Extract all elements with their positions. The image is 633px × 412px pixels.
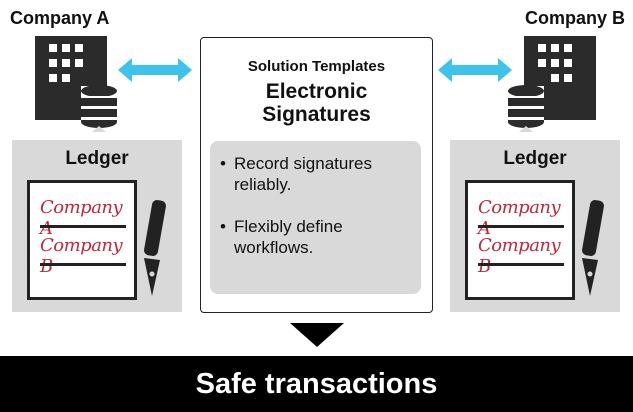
ledger-a-sig-line-1 — [40, 225, 126, 228]
ledger-b-signature-2: Company B — [478, 235, 561, 277]
company-a-label: Company A — [10, 8, 110, 28]
solution-template-box: Solution Templates Electronic Signatures… — [200, 37, 433, 313]
ledger-b-signature-1: Company A — [478, 197, 561, 239]
ledger-a-document: Company A Company B — [27, 180, 137, 300]
company-b-database-icon — [508, 85, 544, 128]
template-subtitle-line2: Signatures — [262, 103, 371, 126]
template-subtitle-line1: Electronic — [265, 80, 368, 103]
company-b-building-icon — [508, 36, 596, 132]
ledger-a-sig-line-2 — [40, 263, 126, 266]
ledger-a-signature-2: Company B — [40, 235, 123, 277]
ledger-b-document: Company A Company B — [465, 180, 575, 300]
ledger-a-fountain-pen-icon — [144, 200, 166, 296]
company-a-database-icon — [81, 85, 117, 128]
ledger-b-sig-line-2 — [478, 263, 564, 266]
ledger-a-signature-1: Company A — [40, 197, 123, 239]
company-a-building-icon — [35, 36, 117, 132]
ledger-b-title: Ledger — [503, 148, 567, 169]
company-b-label: Company B — [524, 8, 625, 28]
ledger-b-sig-line-1 — [478, 225, 564, 228]
double-arrow-icon-right — [438, 58, 512, 82]
double-arrow-icon-left — [118, 58, 192, 82]
ledger-b-fountain-pen-icon — [582, 200, 604, 296]
feature-bullet-2: • Flexibly define workflows. — [220, 217, 343, 257]
safe-transactions-banner: Safe transactions — [0, 356, 633, 412]
ledger-a-panel: Ledger Company A Company B — [12, 140, 182, 312]
feature-bullet-1: • Record signatures reliably. — [220, 154, 372, 194]
ledger-a-title: Ledger — [65, 148, 129, 169]
feature-box: • Record signatures reliably. • Flexibly… — [210, 141, 421, 294]
down-triangle-icon — [290, 323, 344, 347]
ledger-b-panel: Ledger Company A Company B — [450, 140, 620, 312]
template-title: Solution Templates — [247, 58, 386, 75]
